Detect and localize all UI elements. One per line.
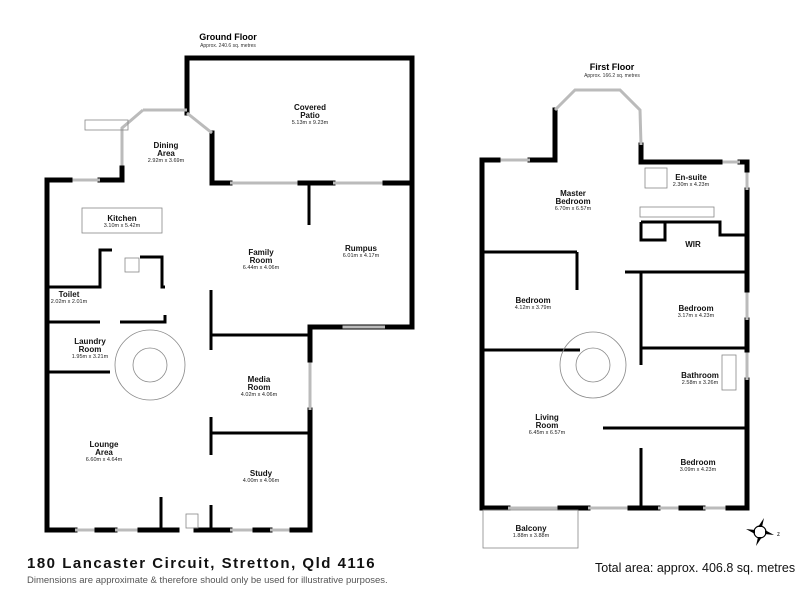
svg-text:6.44m x 4.06m: 6.44m x 4.06m [243, 265, 280, 271]
svg-text:4.12m x 3.79m: 4.12m x 3.79m [515, 305, 552, 311]
svg-text:Dining: Dining [154, 141, 179, 150]
svg-text:En-suite: En-suite [675, 173, 707, 182]
first-floor-title: First Floor [590, 62, 635, 72]
compass-north-label: z [777, 532, 780, 538]
svg-text:6.60m x 4.64m: 6.60m x 4.64m [86, 457, 123, 463]
svg-text:6.01m x 4.17m: 6.01m x 4.17m [343, 253, 380, 259]
ground-floor-area: Approx. 240.6 sq. metres [200, 43, 256, 49]
ground-floor-plan [44, 55, 415, 533]
svg-text:Bedroom: Bedroom [678, 304, 713, 313]
front-door [185, 513, 199, 529]
svg-text:4.02m x 4.06m: 4.02m x 4.06m [241, 392, 278, 398]
svg-text:Media: Media [248, 375, 271, 384]
svg-text:Lounge: Lounge [90, 440, 119, 449]
svg-text:Area: Area [95, 448, 113, 457]
property-address: 180 Lancaster Circuit, Stretton, Qld 411… [27, 555, 377, 572]
svg-text:2.58m x 3.26m: 2.58m x 3.26m [682, 380, 719, 386]
svg-text:Living: Living [535, 413, 559, 422]
svg-text:6.45m x 6.57m: 6.45m x 6.57m [529, 430, 566, 436]
svg-text:1.95m x 3.21m: 1.95m x 3.21m [72, 354, 109, 360]
svg-text:2.30m x 4.23m: 2.30m x 4.23m [673, 182, 710, 188]
svg-text:Rumpus: Rumpus [345, 244, 378, 253]
spiral-stairs [114, 329, 186, 401]
svg-text:Patio: Patio [300, 111, 320, 120]
svg-text:Room: Room [536, 421, 559, 430]
svg-text:Covered: Covered [294, 103, 326, 112]
svg-text:Study: Study [250, 469, 273, 478]
svg-text:Area: Area [157, 149, 175, 158]
svg-text:2.02m x 2.01m: 2.02m x 2.01m [51, 299, 88, 305]
svg-text:3.09m x 4.23m: 3.09m x 4.23m [680, 467, 717, 473]
svg-text:2.92m x 3.69m: 2.92m x 3.69m [148, 158, 185, 164]
svg-text:Room: Room [250, 256, 273, 265]
svg-text:WIR: WIR [685, 240, 701, 249]
svg-text:Room: Room [79, 345, 102, 354]
balcony-outline [482, 509, 579, 549]
svg-text:Family: Family [248, 248, 274, 257]
svg-text:Balcony: Balcony [515, 524, 547, 533]
total-area: Total area: approx. 406.8 sq. metres [595, 561, 796, 575]
svg-text:6.70m x 6.57m: 6.70m x 6.57m [555, 206, 592, 212]
svg-text:5.13m x 9.23m: 5.13m x 9.23m [292, 120, 329, 126]
svg-text:Bedroom: Bedroom [515, 296, 550, 305]
svg-text:Kitchen: Kitchen [107, 214, 136, 223]
ground-floor-title: Ground Floor [199, 32, 257, 42]
svg-text:Toilet: Toilet [59, 290, 80, 299]
room-wir: WIR [685, 240, 701, 249]
svg-text:4.00m x 4.06m: 4.00m x 4.06m [243, 478, 280, 484]
svg-text:Bedroom: Bedroom [680, 458, 715, 467]
svg-text:Room: Room [248, 383, 271, 392]
svg-text:3.17m x 4.23m: 3.17m x 4.23m [678, 313, 715, 319]
spiral-stairs [559, 331, 627, 399]
first-floor-plan [479, 88, 750, 549]
first-floor-area: Approx. 166.2 sq. metres [584, 73, 640, 79]
compass-icon: z [746, 518, 780, 546]
svg-text:Laundry: Laundry [74, 337, 106, 346]
svg-text:Bedroom: Bedroom [555, 197, 590, 206]
disclaimer: Dimensions are approximate & therefore s… [27, 575, 388, 586]
svg-text:3.10m x 5.42m: 3.10m x 5.42m [104, 223, 141, 229]
svg-text:1.88m x 3.88m: 1.88m x 3.88m [513, 533, 550, 539]
svg-text:Master: Master [560, 189, 586, 198]
svg-text:Bathroom: Bathroom [681, 371, 719, 380]
